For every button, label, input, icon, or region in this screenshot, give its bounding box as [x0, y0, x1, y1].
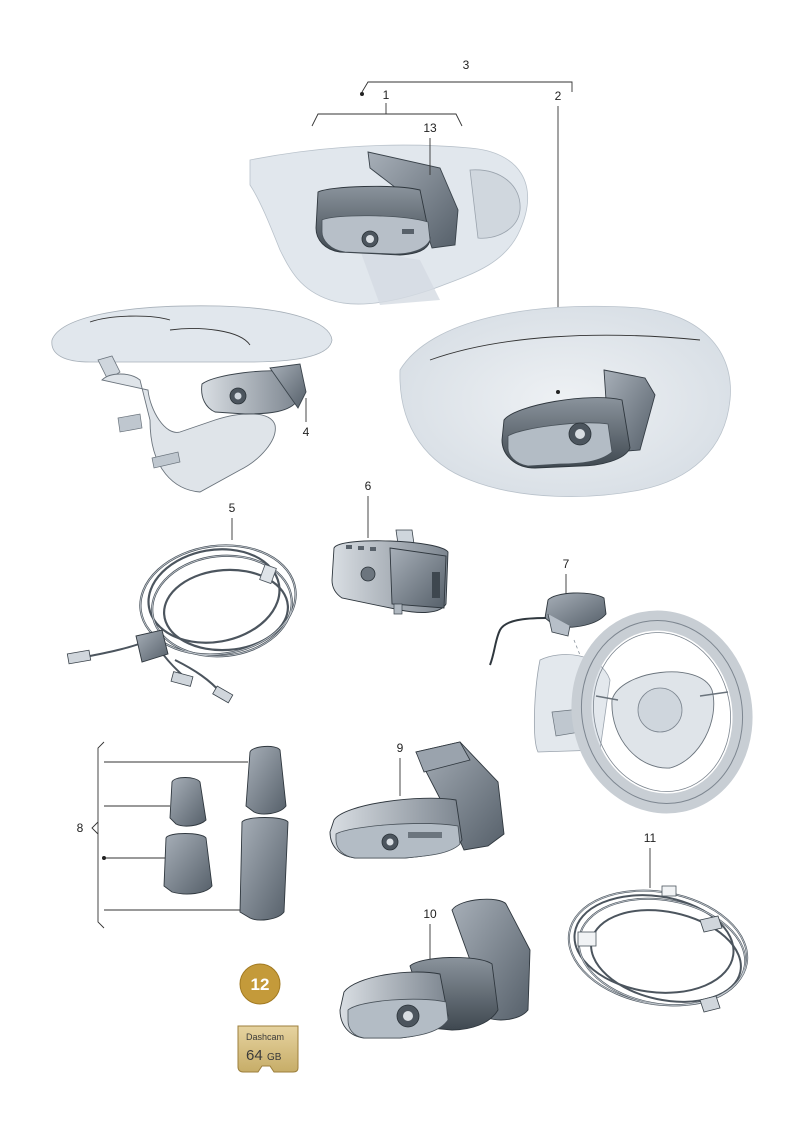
sd-card-body: [237, 1025, 299, 1073]
callout-8: 8: [77, 821, 84, 835]
callout-3: 3: [463, 58, 470, 72]
callout-1: 1: [383, 88, 390, 102]
part-13-installed-dashcam: 13: [249, 121, 529, 305]
bracket-group-3: 3: [360, 58, 573, 96]
callout-6: 6: [365, 479, 372, 493]
badge-number-12: 12: [251, 975, 270, 994]
callout-7: 7: [563, 557, 570, 571]
callout-4: 4: [303, 425, 310, 439]
part-4-mirror-mount: 4: [51, 305, 333, 493]
callout-5: 5: [229, 501, 236, 515]
part-9-dashcam: 9: [329, 741, 505, 859]
part-2-windscreen-dashcam: [399, 305, 731, 497]
part-10-dashcam-mount: 10: [339, 898, 531, 1039]
sd-card-brand: Dashcam: [246, 1032, 284, 1042]
callout-9: 9: [397, 741, 404, 755]
sd-card-unit: GB: [267, 1052, 282, 1063]
part-8-covers: 8: [77, 741, 289, 929]
callout-11: 11: [644, 831, 657, 845]
sd-card-capacity: 64: [246, 1047, 263, 1064]
part-12-badge: [239, 963, 281, 1005]
callout-13: 13: [423, 121, 437, 135]
part-7-steering-sensor: 7: [489, 557, 753, 814]
bracket-group-1: 1: [311, 88, 463, 127]
part-5-cable-loom: 5: [66, 501, 297, 704]
part-12-sd-card: 12 Dashcam 64 GB: [237, 963, 299, 1073]
part-6-control-unit: 6: [331, 479, 449, 615]
callout-2: 2: [555, 89, 562, 103]
part-11-coiled-cable: 11: [567, 831, 749, 1013]
callout-10: 10: [423, 907, 437, 921]
